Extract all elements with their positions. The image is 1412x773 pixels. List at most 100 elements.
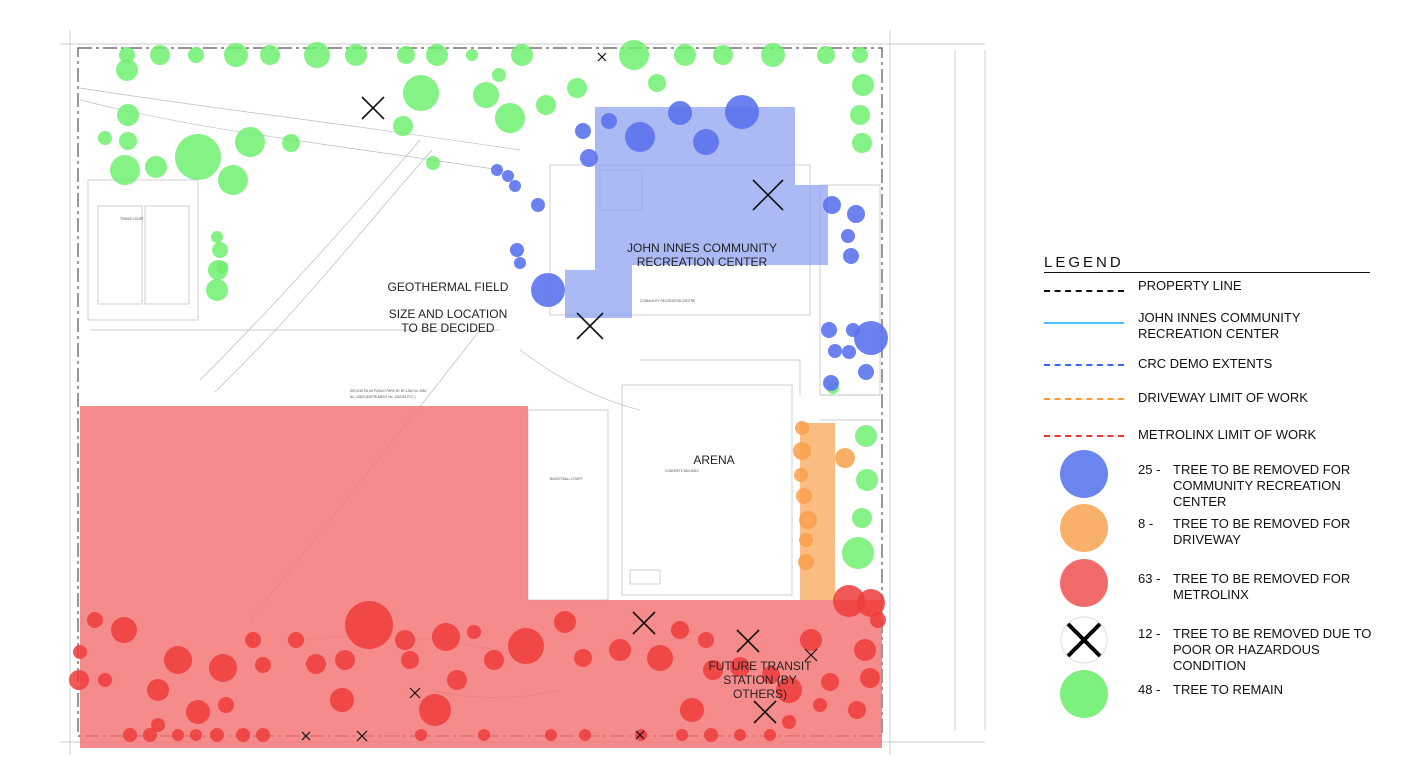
legend-label-tree-remain: TREE TO REMAIN — [1173, 682, 1284, 697]
tree-remove-metrolinx-icon — [256, 728, 270, 742]
legend-label-tree-driveway: TREE TO BE REMOVED FOR DRIVEWAY — [1173, 516, 1351, 547]
tree-remain-icon — [511, 44, 533, 66]
tree-remain-icon — [282, 134, 300, 152]
tree-remain-icon — [567, 78, 587, 98]
tree-remove-metrolinx-icon — [854, 639, 876, 661]
tree-remove-metrolinx-icon — [345, 601, 393, 649]
tree-remain-icon — [619, 40, 649, 70]
tree-remain-icon — [426, 156, 440, 170]
tree-remain-icon — [98, 131, 112, 145]
tree-remain-icon — [393, 116, 413, 136]
tree-remove-metrolinx-icon — [73, 645, 87, 659]
hazard-x-icon — [752, 179, 784, 211]
tree-remove-crc-icon — [491, 164, 503, 176]
tree-remove-metrolinx-icon — [395, 630, 415, 650]
orange-tree-icon — [1060, 504, 1108, 552]
tree-remove-driveway-icon — [799, 511, 817, 529]
trees-to-remain — [98, 40, 878, 569]
legend-title: LEGEND — [1044, 254, 1124, 271]
legend-label-driveway: DRIVEWAY LIMIT OF WORK — [1138, 390, 1308, 405]
hazard-x-icon — [753, 700, 777, 724]
arena-label: ARENA — [693, 453, 734, 467]
tree-remove-crc-icon — [601, 113, 617, 129]
svg-text:COMMUNITY RECREATION CENTRE: COMMUNITY RECREATION CENTRE — [640, 299, 695, 303]
tree-remove-metrolinx-icon — [554, 611, 576, 633]
tree-remain-icon — [212, 242, 228, 258]
tree-remove-metrolinx-icon — [401, 651, 419, 669]
tree-remove-driveway-icon — [796, 488, 812, 504]
tree-remove-metrolinx-icon — [762, 666, 780, 684]
tree-remain-icon — [852, 47, 868, 63]
tree-remove-crc-icon — [502, 170, 514, 182]
tree-remain-icon — [817, 46, 835, 64]
tree-remain-icon — [110, 155, 140, 185]
green-tree-icon — [1060, 670, 1108, 718]
legend-count-tree-metrolinx: 63 - — [1138, 571, 1161, 586]
tree-remove-metrolinx-icon — [860, 668, 880, 688]
plan-annotations: DEDICATED AS PUBLIC PARK BY BY-LAW No. 4… — [120, 217, 699, 481]
tree-remain-icon — [224, 43, 248, 67]
geothermal-label-line1: GEOTHERMAL FIELD — [388, 280, 509, 294]
tree-remove-metrolinx-icon — [255, 657, 271, 673]
tree-remain-icon — [713, 45, 733, 65]
tree-remain-icon — [216, 261, 228, 273]
hazard-x-icon — [361, 96, 385, 120]
legend-label-metrolinx: METROLINX LIMIT OF WORK — [1138, 427, 1317, 442]
legend-count-tree-remain: 48 - — [1138, 682, 1161, 697]
tree-remain-icon — [850, 105, 870, 125]
tree-remove-metrolinx-icon — [419, 694, 451, 726]
tree-remove-metrolinx-icon — [69, 670, 89, 690]
tree-remain-icon — [260, 45, 280, 65]
tree-remove-metrolinx-icon — [484, 650, 504, 670]
tree-remove-crc-icon — [510, 243, 524, 257]
tree-remove-crc-icon — [693, 129, 719, 155]
tree-remove-metrolinx-icon — [734, 729, 746, 741]
tree-remove-metrolinx-icon — [703, 660, 723, 680]
tree-remain-icon — [466, 49, 478, 61]
blue-tree-icon — [1060, 450, 1108, 498]
svg-text:BASKETBALL COURT: BASKETBALL COURT — [550, 477, 582, 481]
metrolinx-swatch — [1044, 435, 1124, 437]
tree-remove-crc-icon — [841, 229, 855, 243]
geothermal-label-line2: SIZE AND LOCATION — [389, 307, 507, 321]
tree-remain-icon — [852, 74, 874, 96]
tree-remove-metrolinx-icon — [800, 629, 822, 651]
hazard-x-icon — [635, 730, 645, 740]
tree-remain-icon — [304, 42, 330, 68]
tree-remain-icon — [119, 47, 135, 63]
tree-remove-metrolinx-icon — [172, 729, 184, 741]
tree-remain-icon — [674, 44, 696, 66]
tree-remove-metrolinx-icon — [143, 728, 157, 742]
site-plan: DEDICATED AS PUBLIC PARK BY BY-LAW No. 4… — [60, 30, 986, 755]
tree-remove-metrolinx-icon — [111, 617, 137, 643]
legend-count-tree-driveway: 8 - — [1138, 516, 1154, 531]
tree-remove-metrolinx-icon — [151, 718, 165, 732]
svg-text:DEDICATED AS PUBLIC PARK BY BY: DEDICATED AS PUBLIC PARK BY BY-LAW No. 4… — [350, 389, 427, 393]
tree-remain-icon — [855, 425, 877, 447]
tree-remove-metrolinx-icon — [432, 623, 460, 651]
tree-remove-metrolinx-icon — [98, 673, 112, 687]
tree-remain-icon — [397, 46, 415, 64]
red-tree-icon — [1060, 559, 1108, 607]
tree-remove-metrolinx-icon — [848, 701, 866, 719]
tree-remain-icon — [492, 68, 506, 82]
hazard-x-icon — [301, 731, 311, 741]
tree-remove-metrolinx-icon — [647, 645, 673, 671]
tree-remain-icon — [188, 47, 204, 63]
hazard-x-icon — [736, 629, 760, 653]
tree-remain-icon — [648, 74, 666, 92]
metrolinx-zone — [80, 406, 882, 748]
tree-remove-driveway-icon — [794, 468, 808, 482]
tree-remain-icon — [473, 82, 499, 108]
tree-remove-crc-icon — [854, 321, 888, 355]
tree-remove-metrolinx-icon — [782, 715, 796, 729]
crc-line-swatch — [1044, 322, 1124, 324]
crc-demo-zone — [565, 107, 828, 318]
tree-remove-crc-icon — [725, 95, 759, 129]
tree-remove-metrolinx-icon — [680, 698, 704, 722]
tree-remain-icon — [218, 165, 248, 195]
tree-remove-metrolinx-icon — [467, 625, 481, 639]
legend-label-tree-hazard: TREE TO BE REMOVED DUE TO POOR OR HAZARD… — [1173, 626, 1372, 673]
tree-remain-icon — [856, 469, 878, 491]
tree-remove-metrolinx-icon — [730, 657, 750, 677]
